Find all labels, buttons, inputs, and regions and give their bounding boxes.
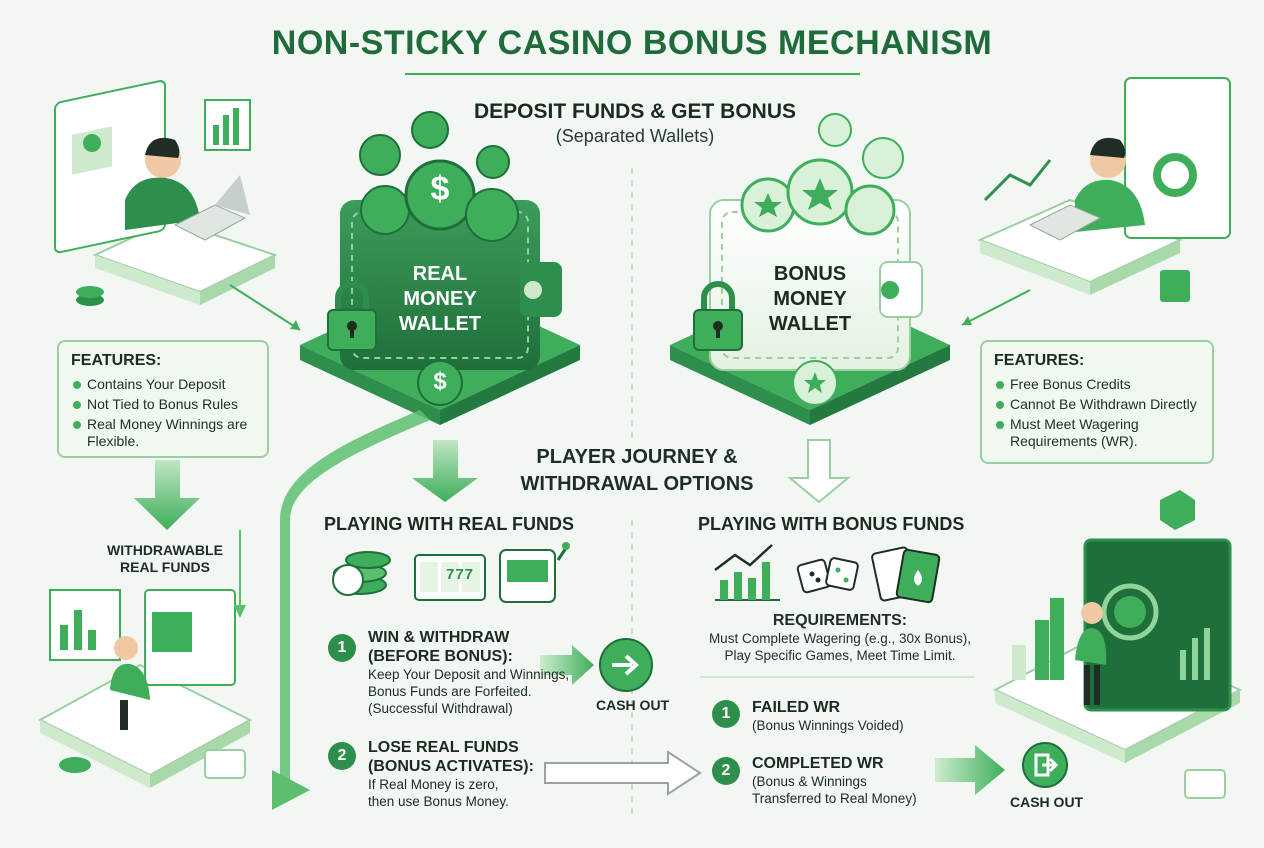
bonus-step-2: COMPLETED WR (Bonus & Winnings Transferr… bbox=[752, 754, 942, 807]
bonus-wallet-line3: WALLET bbox=[768, 313, 852, 335]
player-laptop-illustration-right bbox=[961, 77, 1231, 326]
journey-line1: PLAYER JOURNEY & bbox=[536, 446, 738, 468]
chart-growth-icon bbox=[714, 544, 780, 601]
bonus-wallet-features-box: FEATURES: Free Bonus Credits Cannot Be W… bbox=[980, 340, 1214, 464]
down-arrow-withdrawable bbox=[134, 460, 200, 530]
dollar-coin-glyph-bottom: $ bbox=[433, 368, 447, 395]
feature-item: Free Bonus Credits bbox=[994, 376, 1200, 393]
arrow-to-cashout-bonus bbox=[935, 745, 1005, 795]
flow-arrow-head bbox=[272, 770, 310, 810]
down-arrow-bonus bbox=[787, 439, 851, 504]
padlock-icon-real bbox=[327, 281, 377, 351]
bonus-step-2-badge: 2 bbox=[712, 757, 740, 785]
journey-line2: WITHDRAWAL OPTIONS bbox=[520, 473, 754, 495]
playing-cards-icon bbox=[871, 546, 941, 604]
real-step-2-title2: (BONUS ACTIVATES): bbox=[368, 758, 534, 775]
real-funds-section-heading: PLAYING WITH REAL FUNDS bbox=[324, 514, 575, 534]
real-step-1-text1: Keep Your Deposit and Winnings, bbox=[368, 667, 570, 682]
real-step-1-text3: (Successful Withdrawal) bbox=[368, 701, 513, 716]
bonus-step-2-text2: Transferred to Real Money) bbox=[752, 791, 917, 806]
real-step-1-badge: 1 bbox=[328, 634, 356, 662]
requirements-line2: Play Specific Games, Meet Time Limit. bbox=[724, 648, 956, 663]
real-wallet-line1: REAL bbox=[412, 263, 468, 285]
cash-out-label-bonus: CASH OUT bbox=[1010, 794, 1084, 810]
real-wallet-features-box: FEATURES: Contains Your Deposit Not Tied… bbox=[57, 340, 269, 458]
deposit-subheading: (Separated Wallets) bbox=[555, 126, 715, 146]
slot-777-symbols: 777 bbox=[445, 566, 475, 583]
requirements-heading: REQUIREMENTS: bbox=[772, 612, 908, 629]
real-step-2: LOSE REAL FUNDS (BONUS ACTIVATES): If Re… bbox=[368, 738, 548, 810]
bonus-wallet-label: BONUS MONEY WALLET bbox=[755, 262, 865, 337]
padlock-icon-bonus bbox=[693, 281, 743, 351]
bonus-step-1-text: (Bonus Winnings Voided) bbox=[752, 718, 904, 733]
real-money-wallet-illustration bbox=[300, 111, 580, 425]
arrow-to-cashout-real bbox=[540, 645, 594, 685]
real-step-2-text2: then use Bonus Money. bbox=[368, 794, 509, 809]
bonus-step-1-title: FAILED WR bbox=[752, 699, 840, 716]
real-wallet-line2: MONEY bbox=[403, 288, 477, 310]
withdrawable-label: WITHDRAWABLE REAL FUNDS bbox=[95, 542, 235, 576]
cash-out-icon-real bbox=[599, 638, 653, 692]
real-step-1-title2: (BEFORE BONUS): bbox=[368, 648, 513, 665]
bonus-step-1: FAILED WR (Bonus Winnings Voided) bbox=[752, 698, 942, 734]
real-step-2-text1: If Real Money is zero, bbox=[368, 777, 499, 792]
star-coin-stack-bonus bbox=[740, 113, 904, 236]
feature-item: Real Money Winnings are Flexible. bbox=[71, 416, 255, 450]
chip-stack-icon bbox=[332, 551, 391, 596]
real-step-2-badge: 2 bbox=[328, 742, 356, 770]
player-laptop-illustration-left bbox=[54, 80, 301, 331]
feature-item: Contains Your Deposit bbox=[71, 376, 255, 393]
feature-item: Must Meet Wagering Requirements (WR). bbox=[994, 416, 1200, 450]
bonus-step-1-badge: 1 bbox=[712, 700, 740, 728]
withdrawable-line1: WITHDRAWABLE bbox=[107, 542, 223, 558]
features-heading-left: FEATURES: bbox=[71, 352, 162, 369]
deposit-heading: DEPOSIT FUNDS & GET BONUS bbox=[473, 100, 797, 123]
real-step-2-title: LOSE REAL FUNDS bbox=[368, 739, 519, 756]
player-journey-heading: PLAYER JOURNEY & WITHDRAWAL OPTIONS bbox=[492, 444, 782, 498]
real-wallet-label: REAL MONEY WALLET bbox=[385, 262, 495, 337]
bonus-wallet-line2: MONEY bbox=[773, 288, 847, 310]
bonus-wallet-line1: BONUS bbox=[773, 263, 847, 285]
cash-out-label-real: CASH OUT bbox=[596, 697, 670, 713]
bonus-money-wallet-illustration bbox=[670, 113, 950, 425]
bonus-step-2-title: COMPLETED WR bbox=[752, 755, 884, 772]
slot-machine-icon-dollar bbox=[499, 542, 570, 603]
feature-item: Cannot Be Withdrawn Directly bbox=[994, 396, 1200, 413]
feature-item: Not Tied to Bonus Rules bbox=[71, 396, 255, 413]
bonus-funds-section-heading: PLAYING WITH BONUS FUNDS bbox=[698, 514, 965, 534]
slot-machine-icon-777 bbox=[414, 554, 486, 601]
real-step-1-title: WIN & WITHDRAW bbox=[368, 629, 510, 646]
dollar-coin-glyph: $ bbox=[430, 170, 450, 208]
requirements-line1: Must Complete Wagering (e.g., 30x Bonus)… bbox=[708, 631, 972, 646]
withdrawable-line2: REAL FUNDS bbox=[120, 559, 210, 575]
player-desktop-illustration-left bbox=[37, 530, 253, 788]
coin-stack-real bbox=[359, 111, 519, 242]
arrow-to-bonus-side bbox=[544, 750, 702, 796]
real-step-1: WIN & WITHDRAW (BEFORE BONUS): Keep Your… bbox=[368, 628, 578, 717]
real-wallet-line3: WALLET bbox=[398, 313, 482, 335]
real-step-1-text2: Bonus Funds are Forfeited. bbox=[368, 684, 532, 699]
page-title: NON-STICKY CASINO BONUS MECHANISM bbox=[271, 24, 993, 62]
player-screen-illustration-right bbox=[992, 490, 1243, 799]
requirements-block: REQUIREMENTS: Must Complete Wagering (e.… bbox=[690, 612, 990, 664]
cash-out-icon-bonus bbox=[1022, 742, 1068, 788]
features-heading-right: FEATURES: bbox=[994, 352, 1085, 369]
dice-icon bbox=[796, 557, 859, 594]
title-underline bbox=[405, 73, 860, 75]
bonus-step-2-text1: (Bonus & Winnings bbox=[752, 774, 867, 789]
down-arrow-real bbox=[412, 440, 478, 502]
